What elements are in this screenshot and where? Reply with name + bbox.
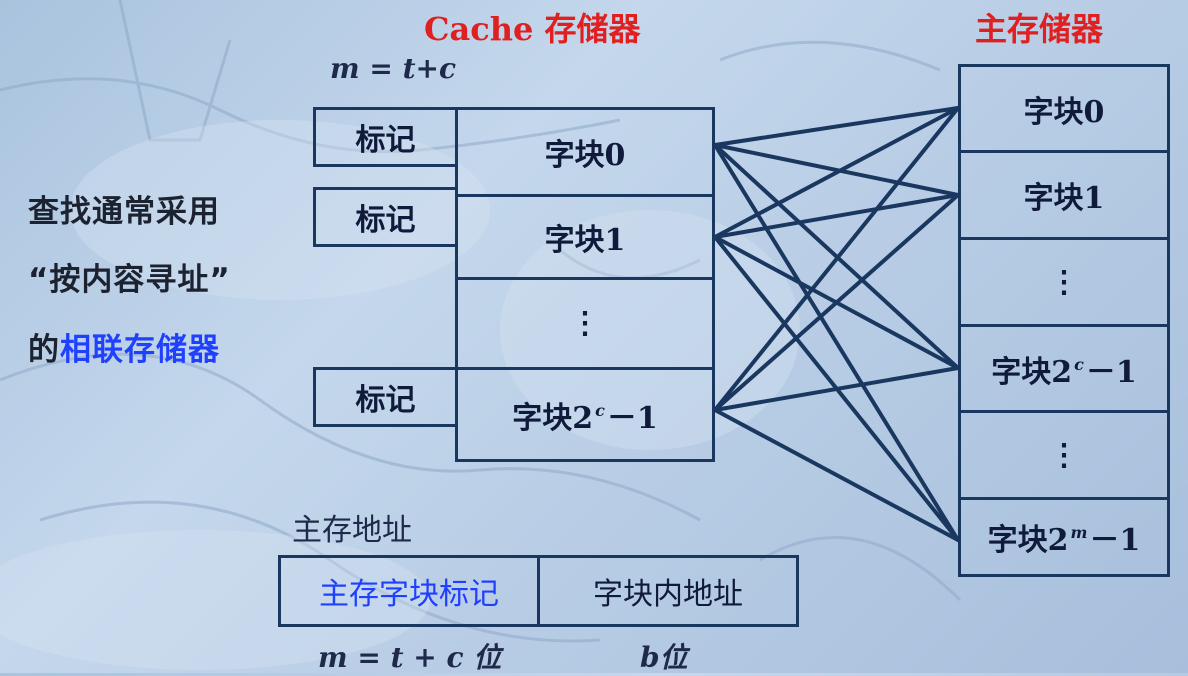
cache-tag-label: 标记 bbox=[355, 383, 416, 418]
cache-tag-label: 标记 bbox=[355, 123, 416, 158]
vertical-ellipsis: ⋮ bbox=[570, 306, 600, 341]
cache-block-1: 字块1 bbox=[455, 194, 715, 280]
cache-tag-0: 标记 bbox=[313, 107, 458, 167]
main-block-label: 字块1 bbox=[1023, 181, 1105, 216]
cache-block-0: 字块0 bbox=[455, 107, 715, 197]
cache-tag-3: 标记 bbox=[313, 367, 458, 427]
cache-tag-1: 标记 bbox=[313, 187, 458, 247]
cache-block-label: 字块1 bbox=[544, 223, 626, 258]
field2-width-label: b位 bbox=[640, 641, 688, 674]
vertical-ellipsis: ⋮ bbox=[1049, 264, 1079, 300]
vertical-ellipsis: ⋮ bbox=[1049, 437, 1079, 473]
address-field-offset: 字块内地址 bbox=[537, 555, 799, 627]
side-text-prefix: 的 bbox=[28, 332, 60, 368]
block-prefix: 字块2 bbox=[991, 354, 1073, 390]
address-title: 主存地址 bbox=[292, 513, 412, 548]
main-block-ellipsis-2: ⋮ bbox=[958, 410, 1170, 500]
block-suffix: －1 bbox=[606, 400, 658, 436]
side-text-highlight: 相联存储器 bbox=[60, 332, 220, 368]
cache-block-label: 字块0 bbox=[544, 138, 626, 173]
block-prefix: 字块2 bbox=[512, 400, 594, 436]
block-exponent: m bbox=[1070, 523, 1088, 542]
block-suffix: －1 bbox=[1089, 523, 1141, 558]
main-memory-title: 主存储器 bbox=[975, 10, 1104, 48]
block-suffix: －1 bbox=[1085, 354, 1137, 390]
side-text-line2: “按内容寻址” bbox=[28, 262, 231, 298]
address-field-offset-label: 字块内地址 bbox=[593, 577, 743, 612]
field1-width-label: m = t + c 位 bbox=[318, 641, 502, 674]
formula-top: m = t+c bbox=[330, 52, 457, 85]
main-block-label: 字块0 bbox=[1023, 94, 1105, 130]
cache-block-ellipsis: ⋮ bbox=[455, 277, 715, 370]
main-block-0: 字块0 bbox=[958, 64, 1170, 153]
cache-title: Cache 存储器 bbox=[424, 10, 641, 48]
main-block-ellipsis-1: ⋮ bbox=[958, 237, 1170, 327]
cache-tag-label: 标记 bbox=[355, 203, 416, 238]
main-block-1: 字块1 bbox=[958, 150, 1170, 240]
block-exponent: c bbox=[595, 400, 605, 420]
address-field-tag: 主存字块标记 bbox=[278, 555, 540, 627]
block-exponent: c bbox=[1074, 354, 1084, 374]
address-field-tag-label: 主存字块标记 bbox=[319, 577, 499, 612]
side-text-line1: 查找通常采用 bbox=[28, 194, 220, 230]
side-text-line3: 的相联存储器 bbox=[28, 324, 220, 369]
block-prefix: 字块2 bbox=[987, 523, 1069, 558]
